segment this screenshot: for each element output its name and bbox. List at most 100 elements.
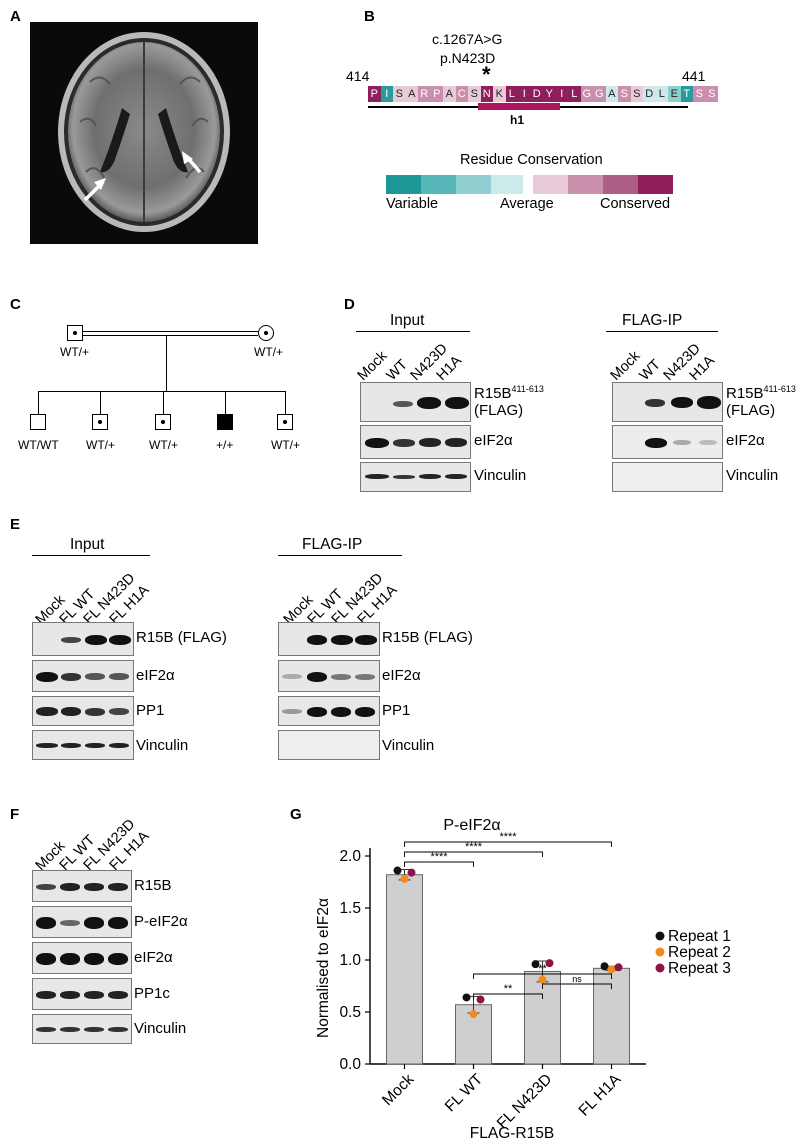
e-ip-vinculin-label: Vinculin [382, 737, 435, 754]
helix-h1-label: h1 [510, 113, 525, 127]
legend-marker-1 [655, 947, 665, 957]
sig-label-2: **** [430, 851, 448, 863]
child-3-genotype: WT/+ [149, 438, 178, 452]
d-ip-r15b-label: R15B411-613 [726, 384, 796, 402]
d-ip-vinculin-label: Vinculin [726, 467, 779, 484]
y-tick-label-0: 0.0 [339, 1056, 361, 1073]
legend-swatch-0 [386, 175, 421, 194]
legend-marker-2 [655, 963, 665, 973]
point-0-3 [600, 962, 609, 971]
sequence-start-label: 414 [346, 68, 370, 84]
pedigree-chart: WT/+ WT/+ WT/WT WT/+ WT/+ +/+ WT/+ [0, 310, 330, 490]
point-1-1 [469, 1010, 478, 1019]
residue-c-7: C [455, 86, 468, 102]
residue-i-12: I [518, 86, 531, 102]
f-r15b-blot [32, 870, 132, 902]
residue-a-19: A [605, 86, 618, 102]
child-5-line [285, 391, 287, 415]
residue-l-23: L [655, 86, 668, 102]
f-p-eif2a-blot [32, 906, 132, 938]
point-0-2 [531, 960, 540, 969]
legend-label-2: Repeat 3 [668, 960, 731, 977]
point-2-2 [545, 959, 554, 968]
d-input-r15b-label: R15B411-613 [474, 384, 544, 402]
d-input-vinculin-blot [360, 462, 471, 492]
d-input-r15b-blot [360, 382, 471, 422]
legend-swatch-1 [421, 175, 456, 194]
e-ip-r15b-blot [278, 622, 380, 656]
residue-k-10: K [493, 86, 506, 102]
sig-bracket-0 [404, 841, 612, 847]
legend-swatch-3 [491, 175, 523, 194]
panel-e-label: E [10, 516, 21, 533]
e-input-pp1-label: PP1 [136, 702, 165, 719]
residue-s-20: S [618, 86, 631, 102]
child-1-line [38, 391, 40, 415]
point-0-0 [393, 866, 402, 875]
f-pp1c-label: PP1c [134, 985, 170, 1002]
sig-label-4: ns [572, 974, 582, 984]
legend-swatch-4 [533, 175, 568, 194]
child-2-symbol [92, 414, 108, 430]
sequence-end-label: 441 [682, 68, 706, 84]
consanguinity-line-2 [83, 335, 258, 337]
f-vinculin-label: Vinculin [134, 1020, 187, 1037]
e-input-r15b-blot [32, 622, 134, 656]
residue-l-16: L [568, 86, 581, 102]
chart-y-axis-label: Normalised to eIF2α [315, 898, 332, 1038]
legend-swatch-5 [568, 175, 603, 194]
e-ip-rule [278, 555, 402, 557]
mri-image [30, 22, 258, 244]
f-p-eif2a-label: P-eIF2α [134, 913, 188, 930]
sig-bracket-5 [473, 993, 543, 999]
panel-c-label: C [10, 296, 21, 313]
legend-swatch-2 [456, 175, 491, 194]
child-5-genotype: WT/+ [271, 438, 300, 452]
sig-label-1: **** [465, 841, 483, 853]
legend-conserved-label: Conserved [600, 196, 671, 212]
y-tick-label-4: 2.0 [339, 848, 361, 865]
mutation-asterisk: * [482, 62, 491, 87]
residue-d-22: D [643, 86, 656, 102]
panel-d-label: D [344, 296, 355, 313]
e-input-eif2a-blot [32, 660, 134, 692]
child-2-line [100, 391, 102, 415]
e-ip-pp1-blot [278, 696, 380, 726]
child-1-genotype: WT/WT [18, 438, 59, 452]
residue-s-21: S [630, 86, 643, 102]
y-tick-label-3: 1.5 [339, 900, 361, 917]
chart-x-axis-label: FLAG-R15B [470, 1125, 554, 1142]
e-ip-eif2a-label: eIF2α [382, 667, 421, 684]
residue-s-27: S [705, 86, 718, 102]
panel-g-label: G [290, 806, 302, 823]
panel-b-label: B [364, 8, 375, 25]
d-input-eif2a-label: eIF2α [474, 432, 513, 449]
carrier-dot [73, 331, 77, 335]
sig-bracket-3 [473, 973, 612, 979]
sig-bracket-1 [404, 851, 543, 857]
child-2-genotype: WT/+ [86, 438, 115, 452]
e-input-rule [32, 555, 150, 557]
residue-s-8: S [468, 86, 481, 102]
child-1-symbol [30, 414, 46, 430]
residue-s-26: S [693, 86, 706, 102]
residue-y-14: Y [543, 86, 556, 102]
p-eif2a-bar-chart: P-eIF2α Normalised to eIF2α FLAG-R15B 0.… [315, 817, 731, 1142]
d-ip-lane-mock: Mock [607, 348, 644, 384]
d-input-rule [356, 331, 470, 333]
child-3-line [163, 391, 165, 415]
y-tick-label-1: 0.5 [339, 1004, 361, 1021]
d-input-lane-mock: Mock [354, 348, 391, 384]
father-symbol [67, 325, 83, 341]
mother-symbol [258, 325, 274, 341]
d-input-flag-label: (FLAG) [474, 402, 524, 419]
x-tick-label-3: FL H1A [576, 1070, 625, 1119]
residue-s-2: S [393, 86, 406, 102]
f-pp1c-blot [32, 978, 132, 1010]
e-input-pp1-blot [32, 696, 134, 726]
conservation-legend-title: Residue Conservation [460, 152, 603, 168]
d-input-eif2a-blot [360, 425, 471, 459]
point-1-0 [400, 874, 409, 883]
